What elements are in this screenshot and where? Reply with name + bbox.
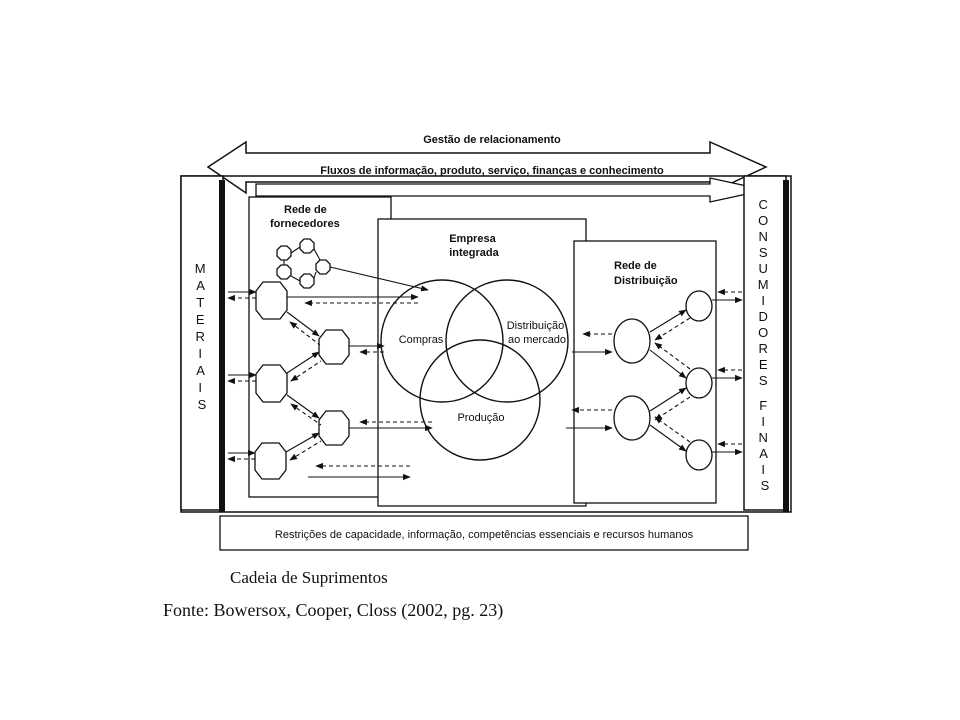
distribution-flows [566,309,691,452]
supplier-nodes [254,238,350,480]
distribution-node [613,395,651,441]
materials-supplier-flows [227,288,257,463]
supplier-company-flows [287,293,433,481]
consumer-flows [712,288,743,456]
supplier-node [318,410,350,446]
consumer-node [685,439,713,471]
distribution-network-label: Rede de Distribuição [614,260,678,287]
constraints-box: Restrições de capacidade, informação, co… [219,515,749,551]
supplier-node [255,281,288,320]
relationship-management-arrow: Gestão de relacionamento [206,134,768,195]
supplier-node [255,364,288,403]
circle-producao [419,339,541,461]
supplier-node [254,442,287,480]
small-supplier-node [299,238,315,254]
small-supplier-node [276,264,292,280]
compras-label: Compras [399,334,444,346]
distribution-nodes [613,290,713,471]
constraints-label: Restrições de capacidade, informação, co… [275,529,694,541]
distribuicao-label: Distribuição ao mercado [507,320,568,346]
flows-label: Fluxos de informação, produto, serviço, … [320,165,664,177]
integrated-company-box: Empresa integrada [377,218,587,507]
small-supplier-node [276,245,292,261]
materials-bar: M A T E R I A I S [180,175,225,512]
materials-label: M A T E R I A I S [195,261,209,412]
consumers-bar: C O N S U M I D O R E S F I N A I S [743,175,789,512]
circle-compras [380,279,504,403]
small-supplier-node [315,259,331,275]
small-supplier-node [299,273,315,289]
circle-distribuicao [445,279,569,403]
consumer-node [685,367,713,399]
supplier-links [283,246,429,461]
venn-diagram [380,279,569,461]
consumers-label: C O N S U M I D O R E S F I N A I S [758,197,772,493]
relationship-management-label: Gestão de relacionamento [423,134,561,146]
supplier-network-label: Rede de fornecedores [270,204,340,230]
figure-source: Fonte: Bowersox, Cooper, Closs (2002, pg… [163,600,504,620]
integrated-company-label: Empresa integrada [449,233,499,259]
figure-title: Cadeia de Suprimentos [230,568,388,587]
producao-label: Produção [457,412,504,424]
distribution-node [613,318,651,364]
consumer-node [685,290,713,322]
flows-arrow: Fluxos de informação, produto, serviço, … [255,165,766,203]
supplier-node [318,329,350,365]
